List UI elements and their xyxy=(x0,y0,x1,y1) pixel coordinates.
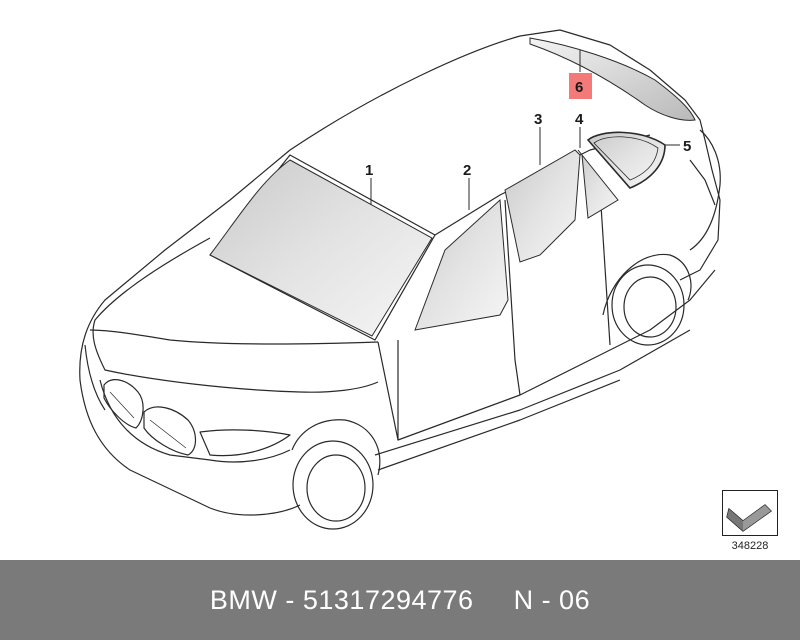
reference-box xyxy=(722,490,778,536)
callout-2: 2 xyxy=(463,162,471,179)
reference-number: 348228 xyxy=(731,540,769,552)
side-window-rear-glass xyxy=(586,131,666,189)
windshield-glass xyxy=(209,159,433,337)
callout-6-highlight xyxy=(569,73,592,99)
kidney-grille xyxy=(103,379,197,456)
footer-bar: BMW - 51317294776 N - 06 xyxy=(0,560,800,640)
footer-brand: BMW xyxy=(209,584,278,615)
rear-door-glass xyxy=(504,149,581,263)
arrow-reference-icon xyxy=(726,504,773,532)
front-wheel xyxy=(292,440,374,530)
rear-door-quarter-glass xyxy=(577,149,619,219)
callout-1: 1 xyxy=(365,162,373,179)
callout-3: 3 xyxy=(534,111,542,128)
footer-position-code: N - 06 xyxy=(513,584,591,615)
footer-separator: - xyxy=(277,584,303,615)
roof-spoiler xyxy=(529,37,696,121)
callout-6: 6 xyxy=(575,79,583,96)
glass-parts xyxy=(209,37,696,337)
callout-4: 4 xyxy=(575,111,584,128)
rear-wheel xyxy=(611,264,685,346)
car-window-diagram: 1 2 3 4 5 6 xyxy=(79,29,721,530)
front-door-glass xyxy=(414,198,509,331)
leader-lines xyxy=(370,50,680,210)
footer-part-number: 51317294776 xyxy=(302,584,474,615)
callout-5: 5 xyxy=(683,138,691,155)
